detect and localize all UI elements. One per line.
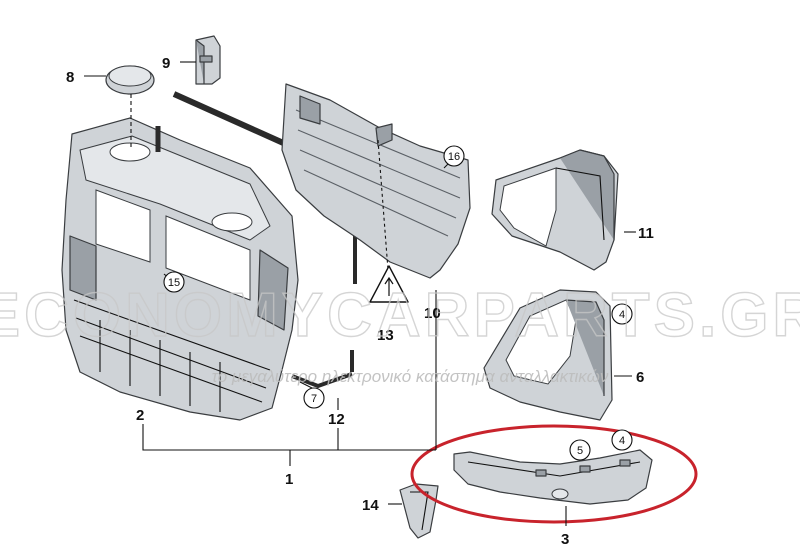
callout-9: 9 xyxy=(162,55,170,72)
callout-11: 11 xyxy=(638,225,654,242)
circled-ref-15: 15 xyxy=(163,271,185,293)
watermark-tagline: το μεγαλύτερο ηλεκτρονικό κατάστημα αντα… xyxy=(212,367,609,386)
callout-14: 14 xyxy=(362,497,379,514)
circled-ref-7: 7 xyxy=(303,387,325,409)
svg-text:15: 15 xyxy=(168,277,180,289)
callout-6: 6 xyxy=(636,369,644,386)
callout-12: 12 xyxy=(328,411,345,428)
svg-text:4: 4 xyxy=(619,435,625,447)
watermark-brand: ECONOMYCARPARTS.GR xyxy=(0,281,800,350)
svg-text:5: 5 xyxy=(577,445,583,457)
part-8-cap[interactable] xyxy=(105,65,155,95)
callout-1: 1 xyxy=(285,471,293,488)
callout-8: 8 xyxy=(66,69,74,86)
svg-text:7: 7 xyxy=(311,393,317,405)
circled-ref-4-guide: 4 xyxy=(611,429,633,451)
highlight-ring xyxy=(410,424,698,524)
circled-ref-4-duct: 4 xyxy=(611,303,633,325)
svg-text:16: 16 xyxy=(448,151,460,163)
watermark: ECONOMYCARPARTS.GR το μεγαλύτερο ηλεκτρο… xyxy=(0,280,800,386)
warning-triangle-icon xyxy=(369,265,409,303)
circled-ref-5: 5 xyxy=(569,439,591,461)
callout-10: 10 xyxy=(424,305,441,322)
part-14-wedge[interactable] xyxy=(399,483,439,539)
callout-2: 2 xyxy=(136,407,144,424)
part-3-air-guide[interactable] xyxy=(453,449,653,505)
callout-13: 13 xyxy=(377,327,394,344)
part-6-air-duct-lower[interactable] xyxy=(483,289,613,421)
part-10-air-panel[interactable] xyxy=(281,83,471,279)
callout-3: 3 xyxy=(561,531,569,548)
circled-ref-16: 16 xyxy=(443,145,465,167)
part-9-bracket[interactable] xyxy=(195,35,221,85)
part-2-carrier-frame[interactable] xyxy=(61,117,299,421)
svg-text:4: 4 xyxy=(619,309,625,321)
part-11-air-duct-upper[interactable] xyxy=(491,149,619,271)
